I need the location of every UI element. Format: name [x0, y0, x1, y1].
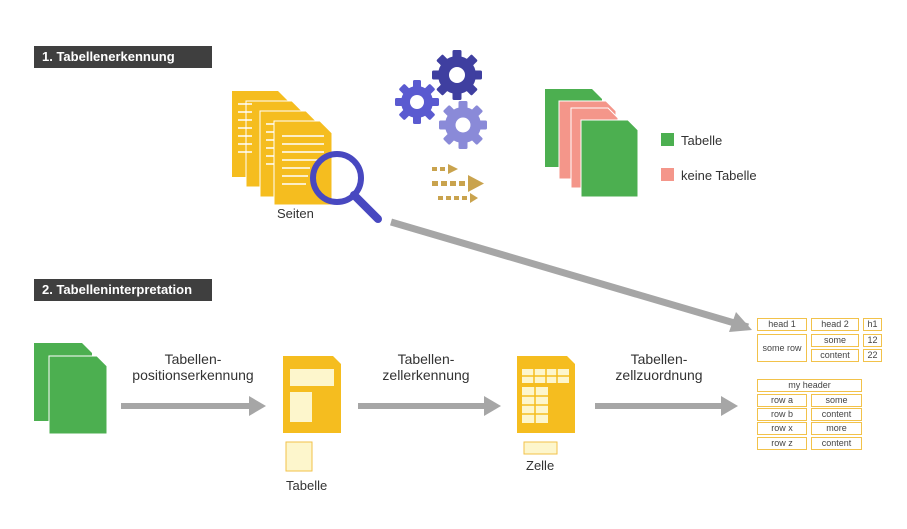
step-position-line1: Tabellen- — [164, 351, 222, 367]
table-cell: some — [811, 394, 862, 407]
step-cell-detection-label: Tabellen- zellerkennung — [356, 351, 496, 383]
table-cell: content — [811, 437, 862, 450]
table-cell: content — [811, 408, 862, 421]
step-cell-detection-line1: Tabellen- — [397, 351, 455, 367]
table-cell: more — [811, 422, 862, 435]
table-cell: row b — [757, 408, 807, 421]
table-cell: head 1 — [757, 318, 807, 331]
tabelle-label: Tabelle — [286, 478, 328, 493]
step-cell-assignment-label: Tabellen- zellzuordnung — [589, 351, 729, 383]
step-position-label: Tabellen- positionserkennung — [113, 351, 273, 383]
diagonal-arrow-head — [729, 312, 752, 332]
legend-swatch-table — [661, 133, 674, 146]
legend-table-label: Tabelle — [681, 133, 723, 148]
section-1-header: 1. Tabellenerkennung — [34, 46, 212, 68]
table-cell: row x — [757, 422, 807, 435]
legend-swatch-no-table — [661, 168, 674, 181]
legend-no-table-label: keine Tabelle — [681, 168, 757, 183]
green-pages-icon — [34, 343, 108, 435]
section-2-header: 2. Tabelleninterpretation — [34, 279, 212, 301]
seiten-label: Seiten — [277, 206, 314, 221]
table-cell: some — [811, 334, 859, 347]
diagonal-arrow-line — [390, 218, 749, 331]
step-cell-assignment-line1: Tabellen- — [630, 351, 688, 367]
step-position-line2: positionserkennung — [132, 367, 254, 383]
step-cell-detection-line2: zellerkennung — [382, 367, 470, 383]
table-cell: h1 — [863, 318, 882, 331]
table-cell: my header — [757, 379, 862, 392]
gears-icon — [395, 50, 487, 149]
table-cell: row z — [757, 437, 807, 450]
table-cell: 12 — [863, 334, 882, 347]
table-cell: row a — [757, 394, 807, 407]
step-cell-assignment-line2: zellzuordnung — [615, 367, 703, 383]
zelle-label: Zelle — [526, 458, 555, 473]
processing-arrows-icon — [432, 164, 484, 203]
table-cell: content — [811, 349, 859, 362]
table-cell: head 2 — [811, 318, 859, 331]
classified-pages-icon — [545, 89, 639, 198]
table-cells-page-icon — [517, 356, 575, 455]
table-position-page-icon — [283, 356, 341, 472]
magnifier-icon — [310, 151, 382, 223]
pages-stack-icon — [232, 91, 333, 206]
table-cell: some row — [757, 334, 807, 362]
table-cell: 22 — [863, 349, 882, 362]
flow-arrows — [121, 396, 738, 416]
